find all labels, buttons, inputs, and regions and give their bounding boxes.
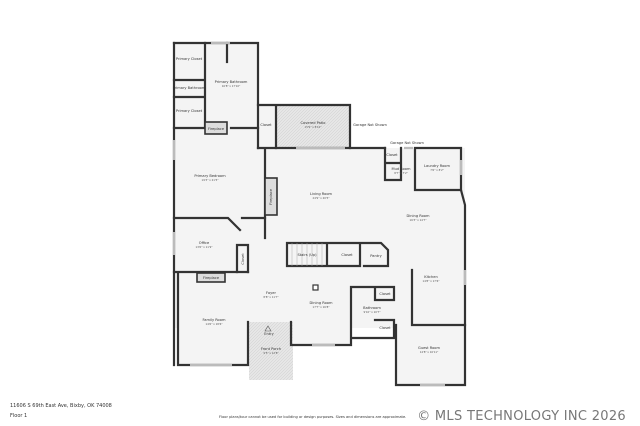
fireplace-icon (204, 121, 228, 135)
room-label: Laundry Room (424, 164, 451, 168)
column-icon (312, 284, 319, 291)
room-labels: Primary Closet Primary Bathroom 16'8" x … (173, 57, 451, 355)
fireplace-icon (264, 177, 278, 216)
room-label: Stairs (Up) (297, 253, 317, 257)
stairs-treads (291, 243, 323, 266)
room-label: Closet (386, 153, 398, 157)
front-porch-area (249, 322, 293, 380)
room-dims: 8'7" x 7'2" (394, 171, 408, 175)
room-label: Closet (379, 326, 391, 330)
room-label: Front Porch (261, 347, 281, 351)
room-label: Dining Room (310, 301, 333, 305)
room-label: Fireplace (269, 188, 273, 205)
room-dims: 16'3" x 14'7" (410, 218, 427, 222)
room-label: Office (199, 241, 210, 245)
room-label: Family Room (203, 318, 226, 322)
watermark: © MLS TECHNOLOGY INC 2026 (417, 409, 626, 424)
walls (172, 41, 467, 387)
room-label: Pantry (370, 254, 382, 258)
room-label: Foyer (266, 291, 276, 295)
room-label: Garage Not Shown (390, 141, 424, 145)
room-label: Closet (379, 292, 391, 296)
room-label: Kitchen (424, 275, 438, 279)
room-label: Closet (241, 253, 245, 265)
room-label: Garage Not Shown (353, 123, 387, 127)
room-dims: 14'8" x 17'6" (423, 279, 440, 283)
room-label: Entry (264, 332, 274, 336)
room-dims: 19'3" x 21'5" (202, 178, 219, 182)
room-dims: 7'6" x 8'2" (430, 168, 444, 172)
room-label: Primary Closet (176, 57, 203, 61)
room-dims: 9'10" x 10'7" (364, 310, 381, 314)
room-dims: 15'9" x 8'10" (305, 125, 322, 129)
room-label: Guest Room (418, 346, 440, 350)
room-label: Closet (260, 123, 272, 127)
room-label: Bathroom (363, 306, 381, 310)
room-label: Fireplace (208, 127, 225, 131)
floor-fill (174, 43, 465, 385)
room-dims: 17'7" x 16'8" (313, 305, 330, 309)
room-label: Living Room (310, 192, 333, 196)
room-dims: 14'6" x 18'6" (206, 322, 223, 326)
fireplace-icon (196, 272, 226, 283)
room-label: Covered Patio (301, 121, 326, 125)
room-label: Closet (341, 253, 353, 257)
floor-label: Floor 1 (10, 413, 28, 419)
room-dims: 16'8" x 17'10" (222, 84, 241, 88)
room-label: Primary Bedroom (194, 174, 226, 178)
room-label: Primary Bathroom (215, 80, 248, 84)
room-label: Primary Closet (176, 109, 203, 113)
disclaimer: Floor plans/tour cannot be used for buil… (219, 415, 407, 419)
covered-patio-area (276, 105, 350, 148)
address: 11606 S 69th East Ave, Bixby, OK 74008 (10, 403, 112, 409)
room-dims: 13'6" x 11'9" (196, 245, 213, 249)
room-dims: 9'5" x 12'8" (263, 351, 278, 355)
entry-arrow-icon (264, 325, 272, 332)
windows (172, 41, 467, 387)
room-dims: 24'9" x 20'5" (313, 196, 330, 200)
room-label: Dining Room (407, 214, 430, 218)
room-dims: 14'8" x 16'11" (420, 350, 439, 354)
room-dims: 8'8" x 11'7" (263, 295, 278, 299)
room-label: Fireplace (203, 276, 220, 280)
room-label: Primary Bathroom (173, 86, 206, 90)
room-label: Mud Room (391, 167, 411, 171)
